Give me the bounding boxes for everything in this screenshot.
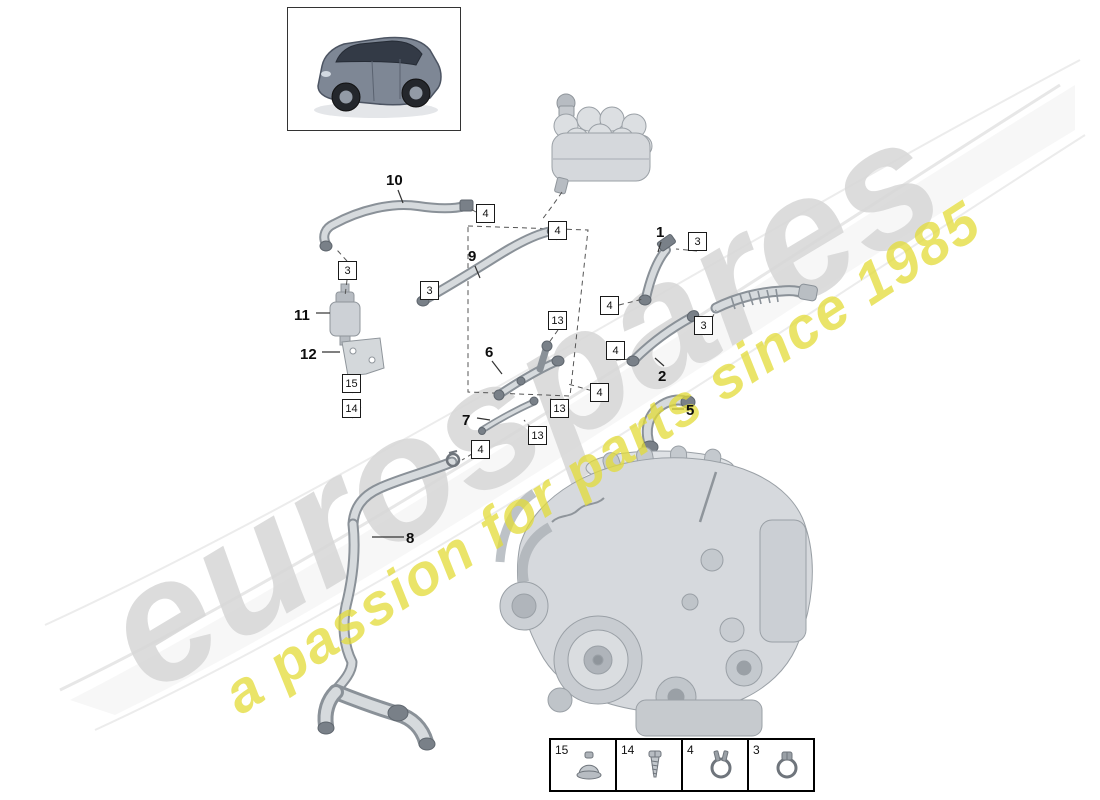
legend-number: 14 — [621, 743, 635, 757]
screw-icon — [648, 750, 662, 778]
callout-4[interactable]: 4 — [606, 341, 625, 360]
callout-3[interactable]: 3 — [338, 261, 357, 280]
part-number-2[interactable]: 2 — [658, 368, 667, 385]
legend-cell-4[interactable]: 4 — [683, 740, 749, 790]
expansion-tank — [540, 93, 653, 222]
callout-3[interactable]: 3 — [688, 232, 707, 251]
engine-assembly — [495, 445, 813, 737]
group-outline-dashed — [467, 225, 589, 397]
callout-15[interactable]: 15 — [342, 374, 361, 393]
callout-4[interactable]: 4 — [476, 204, 495, 223]
fasteners-legend: 15 14 4 3 — [549, 738, 815, 792]
callout-3[interactable]: 3 — [420, 281, 439, 300]
callout-4[interactable]: 4 — [548, 221, 567, 240]
vehicle-illustration — [314, 36, 442, 118]
part-number-11[interactable]: 11 — [294, 307, 310, 324]
vehicle-thumbnail[interactable] — [287, 7, 461, 131]
hose-2 — [626, 310, 700, 367]
part-number-6[interactable]: 6 — [485, 344, 494, 361]
bracket-12 — [341, 337, 385, 377]
spring-clamp-icon — [710, 750, 732, 779]
hose-10 — [319, 199, 474, 252]
callout-4[interactable]: 4 — [471, 440, 490, 459]
part-number-7[interactable]: 7 — [462, 412, 471, 429]
pipe-7 — [478, 396, 539, 435]
part-number-5[interactable]: 5 — [686, 402, 695, 419]
callout-13[interactable]: 13 — [550, 399, 569, 418]
leader-lines — [316, 189, 684, 538]
callout-13[interactable]: 13 — [528, 426, 547, 445]
grommet-icon — [576, 751, 602, 780]
part-number-12[interactable]: 12 — [300, 346, 317, 363]
hose-1 — [638, 234, 676, 306]
legend-cell-14[interactable]: 14 — [617, 740, 683, 790]
legend-cell-3[interactable]: 3 — [749, 740, 813, 790]
part-number-10[interactable]: 10 — [386, 172, 403, 189]
t-pipe-6 — [493, 340, 565, 401]
callout-4[interactable]: 4 — [600, 296, 619, 315]
legend-number: 15 — [555, 743, 569, 757]
callout-3[interactable]: 3 — [694, 316, 713, 335]
callout-4[interactable]: 4 — [590, 383, 609, 402]
part-number-9[interactable]: 9 — [468, 248, 477, 265]
hose-clamp-icon — [776, 751, 798, 779]
callout-13[interactable]: 13 — [548, 311, 567, 330]
part-number-1[interactable]: 1 — [656, 224, 665, 241]
legend-cell-15[interactable]: 15 — [551, 740, 617, 790]
corrugated-hose — [710, 283, 818, 314]
hose-8 — [317, 450, 461, 751]
hose-5 — [641, 394, 696, 454]
legend-number: 4 — [687, 743, 694, 757]
callout-14[interactable]: 14 — [342, 399, 361, 418]
legend-number: 3 — [753, 743, 760, 757]
part-number-8[interactable]: 8 — [406, 530, 415, 547]
